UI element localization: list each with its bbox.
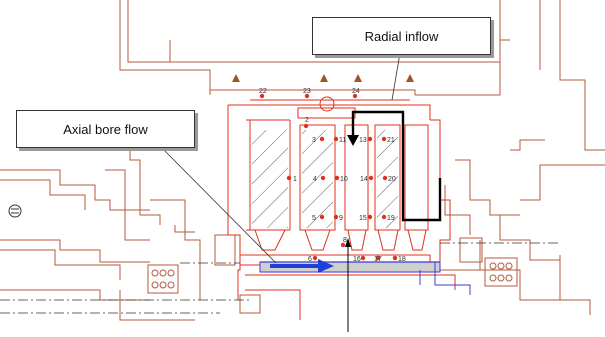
- sensor-label: 9: [339, 215, 343, 222]
- sensor-point: 8: [340, 237, 347, 248]
- sensor-dot: [360, 255, 366, 261]
- sensor-dot: [367, 214, 373, 220]
- callout-leaders: [159, 52, 401, 264]
- sensor-point: 11: [333, 136, 346, 144]
- sensor-dot: [312, 255, 318, 261]
- sensor-dot: [381, 214, 387, 220]
- sensor-dot: [392, 255, 398, 261]
- sensor-point: 5: [312, 214, 325, 222]
- sensor-point: 14: [360, 175, 374, 183]
- sensor-point: 10: [334, 175, 348, 183]
- sensor-label: 3: [312, 137, 316, 144]
- sensor-point: 24: [352, 88, 360, 99]
- sensor-dot: [381, 136, 387, 142]
- sensor-dot: [320, 175, 326, 181]
- sensor-point: 9: [333, 214, 343, 222]
- sensor-point: 17: [374, 255, 382, 263]
- radial-inflow-callout: Radial inflow: [312, 17, 491, 55]
- sensor-label: 2: [305, 117, 309, 124]
- sensor-label: 13: [359, 137, 367, 144]
- sensor-label: 4: [313, 176, 317, 183]
- sensor-point: 16: [353, 255, 366, 263]
- sensor-dot: [333, 214, 339, 220]
- sensor-point: 19: [381, 214, 395, 222]
- sensor-dot: [303, 123, 309, 129]
- sensor-label: 24: [352, 88, 360, 95]
- bore-inflow-arrow: [345, 238, 351, 332]
- sensor-point: 3: [312, 136, 325, 144]
- sensor-point: 4: [313, 175, 326, 183]
- sensor-label: 11: [339, 137, 346, 144]
- bearing-left: [147, 234, 261, 314]
- sensor-label: 10: [340, 176, 348, 183]
- bearing-right: [459, 237, 518, 287]
- sensor-dot: [259, 93, 265, 99]
- sensor-point: 21: [381, 136, 395, 144]
- sensor-label: 23: [303, 88, 311, 95]
- sensor-point: 1: [286, 175, 297, 183]
- sensor-dot: [286, 175, 292, 181]
- sensor-dot: [375, 255, 381, 261]
- sensor-label: 22: [259, 88, 267, 95]
- axial-bore-flow-arrow: [270, 259, 334, 273]
- sensor-label: 5: [312, 215, 316, 222]
- casing-outline: [0, 0, 605, 321]
- sensor-label: 18: [398, 256, 406, 263]
- sensor-dot: [352, 93, 358, 99]
- sensor-point: 20: [382, 175, 396, 183]
- sensor-label: 21: [387, 137, 395, 144]
- sensor-label: 14: [360, 176, 368, 183]
- sensor-label: 6: [308, 256, 312, 263]
- sensor-dot: [367, 136, 373, 142]
- radial-inflow-label: Radial inflow: [364, 28, 439, 44]
- sensor-dot: [304, 93, 310, 99]
- sensor-label: 1: [293, 176, 297, 183]
- sensor-dot: [340, 242, 346, 248]
- triangle-markers: [232, 74, 414, 82]
- sensor-dot: [382, 175, 388, 181]
- sensor-dot: [368, 175, 374, 181]
- hatched-discs: [252, 130, 398, 228]
- radial-inflow-arrow: [347, 110, 442, 222]
- axial-bore-flow-callout: Axial bore flow: [16, 110, 195, 148]
- sensor-point: 18: [392, 255, 406, 263]
- sensor-point: 2: [303, 117, 309, 129]
- sensor-point: 23: [303, 88, 311, 99]
- sensor-label: 17: [374, 256, 382, 263]
- sensor-label: 19: [387, 215, 395, 222]
- sensor-point: 15: [359, 214, 373, 222]
- sensor-point: 6: [308, 255, 318, 263]
- sensor-dot: [334, 175, 340, 181]
- probe-symbol: [8, 204, 22, 218]
- sensor-label: 15: [359, 215, 367, 222]
- sensor-dot: [333, 136, 339, 142]
- sensor-dot: [319, 136, 325, 142]
- sensor-label: 16: [353, 256, 361, 263]
- sensor-point: 13: [359, 136, 373, 144]
- sensor-label: 20: [388, 176, 396, 183]
- sensor-point: 22: [259, 88, 267, 99]
- sensor-label: 8: [343, 237, 347, 244]
- centrelines: [0, 242, 560, 314]
- sensor-dot: [319, 214, 325, 220]
- axial-bore-flow-label: Axial bore flow: [63, 121, 148, 137]
